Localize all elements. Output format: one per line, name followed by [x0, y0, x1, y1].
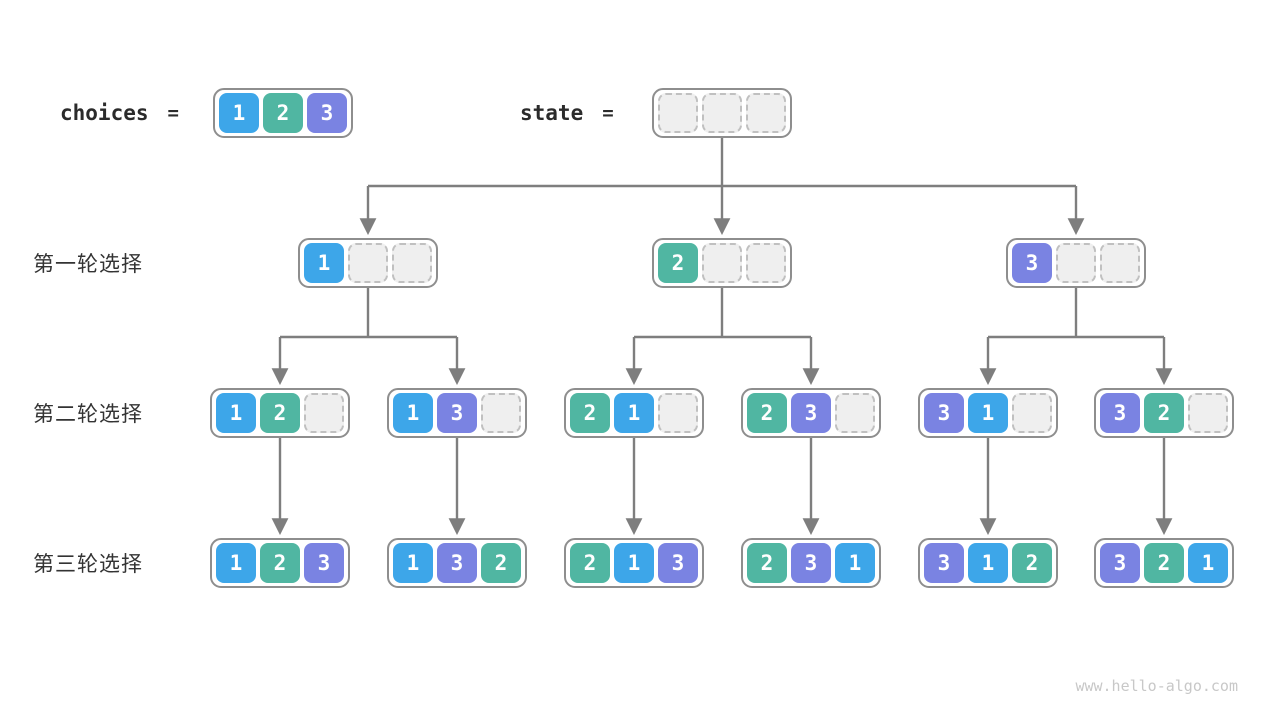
array-cell: 1: [216, 543, 256, 583]
choices-equals-sign: =: [167, 102, 179, 124]
choices-label-text: choices: [60, 101, 149, 125]
array-cell: 1: [216, 393, 256, 433]
array-cell: 3: [304, 543, 344, 583]
array-cell: 2: [260, 393, 300, 433]
array-cell-empty: [481, 393, 521, 433]
array-cell: 3: [437, 543, 477, 583]
state-box-r1-2: 2: [652, 238, 792, 288]
state-equals-sign: =: [602, 102, 614, 124]
array-cell: 2: [1144, 393, 1184, 433]
array-cell: 3: [791, 393, 831, 433]
array-cell-empty: [1100, 243, 1140, 283]
array-cell: 3: [307, 93, 347, 133]
array-cell: 2: [658, 243, 698, 283]
array-cell: 2: [570, 393, 610, 433]
array-cell: 2: [481, 543, 521, 583]
array-cell: 2: [1144, 543, 1184, 583]
array-cell-empty: [746, 93, 786, 133]
array-cell: 1: [835, 543, 875, 583]
array-cell-empty: [304, 393, 344, 433]
array-cell-empty: [1056, 243, 1096, 283]
array-cell: 1: [393, 393, 433, 433]
array-cell-empty: [702, 243, 742, 283]
array-cell-empty: [702, 93, 742, 133]
array-cell-empty: [835, 393, 875, 433]
website-watermark: www.hello-algo.com: [1075, 677, 1238, 695]
round-1-label: 第一轮选择: [33, 253, 143, 276]
array-cell: 1: [968, 543, 1008, 583]
array-cell: 1: [1188, 543, 1228, 583]
array-cell: 3: [924, 543, 964, 583]
array-cell: 3: [924, 393, 964, 433]
array-cell: 1: [614, 543, 654, 583]
round-3-label: 第三轮选择: [33, 553, 143, 576]
array-cell: 1: [614, 393, 654, 433]
round-2-label: 第二轮选择: [33, 403, 143, 426]
choices-label: choices =: [60, 88, 179, 138]
array-cell: 3: [791, 543, 831, 583]
array-cell: 1: [304, 243, 344, 283]
array-cell: 2: [747, 393, 787, 433]
state-box-r1-1: 1: [298, 238, 438, 288]
array-cell-empty: [1188, 393, 1228, 433]
array-cell: 3: [1100, 393, 1140, 433]
state-label: state =: [520, 88, 614, 138]
array-cell-empty: [392, 243, 432, 283]
array-cell: 3: [1100, 543, 1140, 583]
array-cell: 1: [968, 393, 1008, 433]
array-cell: 3: [437, 393, 477, 433]
array-cell-empty: [1012, 393, 1052, 433]
array-cell: 1: [393, 543, 433, 583]
array-cell: 2: [570, 543, 610, 583]
array-cell: 2: [1012, 543, 1052, 583]
state-label-text: state: [520, 101, 584, 125]
array-cell-empty: [658, 393, 698, 433]
array-cell: 1: [219, 93, 259, 133]
array-cell: 2: [263, 93, 303, 133]
array-cell: 2: [260, 543, 300, 583]
array-cell: 2: [747, 543, 787, 583]
array-cell-empty: [746, 243, 786, 283]
array-cell: 3: [658, 543, 698, 583]
array-cell: 3: [1012, 243, 1052, 283]
state-box-r1-3: 3: [1006, 238, 1146, 288]
state-array: [652, 88, 792, 138]
array-cell-empty: [348, 243, 388, 283]
array-cell-empty: [658, 93, 698, 133]
